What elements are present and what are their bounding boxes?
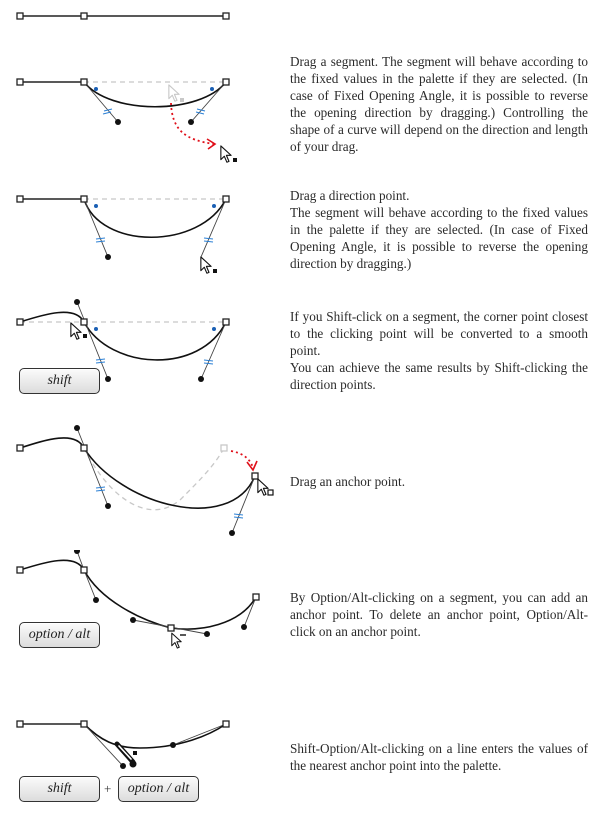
figure-initial-path [16,12,230,20]
direction-point[interactable] [241,624,247,630]
direction-point[interactable] [105,254,111,260]
direction-point[interactable] [198,376,204,382]
ghost-cursor-icon [168,84,184,102]
direction-point[interactable] [170,742,176,748]
description-text: Shift-Option/Alt-clicking on a line ente… [290,741,588,773]
anchor-point[interactable] [16,12,24,20]
description-title: Drag a direction point. [290,188,410,203]
fixed-length-marker-icon [95,237,106,243]
direction-point[interactable] [74,425,80,431]
option-alt-key-button: option / alt [19,622,100,648]
anchor-point[interactable] [252,593,260,601]
anchor-point[interactable] [16,566,24,574]
cursor-icon [220,145,237,163]
shift-key-button: shift [19,776,100,802]
cursor-icon [171,632,186,649]
figure-option-alt-click [16,550,260,649]
anchor-point[interactable] [80,78,88,86]
figure-drag-segment [16,78,237,163]
fixed-length-marker-icon [102,108,113,115]
anchor-point[interactable] [251,472,259,480]
anchor-point[interactable] [80,12,88,20]
drag-arrow-icon [230,450,254,469]
direction-point[interactable] [120,763,126,769]
anchor-point[interactable] [222,78,230,86]
figure-drag-anchor-point [16,425,274,536]
key-plus-separator: + [104,781,112,796]
description-text: The segment will behave according to the… [290,205,588,271]
ghost-anchor-point [220,444,228,452]
direction-point[interactable] [188,119,194,125]
fixed-angle-marker-icon [94,327,98,331]
fixed-length-marker-icon [95,486,106,492]
step-description: Drag a direction point. The segment will… [290,187,588,272]
description-text: If you Shift-click on a segment, the cor… [290,309,588,358]
direction-point[interactable] [130,617,136,623]
anchor-point[interactable] [16,78,24,86]
anchor-point[interactable] [80,444,88,452]
direction-point[interactable] [204,631,210,637]
description-text: You can achieve the same results by Shif… [290,360,588,392]
anchor-point[interactable] [222,12,230,20]
fixed-length-marker-icon [233,513,244,519]
cursor-icon [257,478,274,496]
fixed-angle-marker-icon [212,204,216,208]
direction-point[interactable] [229,530,235,536]
step-description: Drag a segment. The segment will behave … [290,53,588,155]
direction-point[interactable] [115,119,121,125]
anchor-point[interactable] [16,444,24,452]
anchor-point[interactable] [222,195,230,203]
direction-point[interactable] [74,299,80,305]
shift-key-button: shift [19,368,100,394]
figure-drag-direction-point [16,195,230,274]
fixed-length-marker-icon [95,358,106,364]
fixed-angle-marker-icon [94,87,98,91]
cursor-icon [200,256,217,274]
cursor-icon [70,322,87,340]
figure-shift-click-segment [16,299,230,382]
description-text: By Option/Alt-clicking on a segment, you… [290,590,588,639]
anchor-point[interactable] [16,720,24,728]
anchor-point[interactable] [16,318,24,326]
eyedropper-cursor-icon [114,741,137,765]
step-description: By Option/Alt-clicking on a segment, you… [290,589,588,640]
fixed-length-marker-icon [195,108,206,115]
direction-point[interactable] [74,550,80,554]
step-description: Shift-Option/Alt-clicking on a line ente… [290,740,588,774]
figure-shift-option-alt-click [16,720,230,769]
fixed-angle-marker-icon [210,87,214,91]
anchor-point[interactable] [222,318,230,326]
step-description: If you Shift-click on a segment, the cor… [290,308,588,393]
anchor-point[interactable] [80,195,88,203]
anchor-point[interactable] [80,318,88,326]
anchor-point[interactable] [222,720,230,728]
step-description: Drag an anchor point. [290,473,588,490]
direction-point[interactable] [93,597,99,603]
anchor-point[interactable] [80,566,88,574]
drag-arrow-icon [170,102,215,145]
fixed-angle-marker-icon [212,327,216,331]
fixed-angle-marker-icon [94,204,98,208]
fixed-length-marker-icon [203,237,214,243]
direction-point[interactable] [105,376,111,382]
description-text: Drag a segment. The segment will behave … [290,54,588,154]
anchor-point[interactable] [80,720,88,728]
option-alt-key-button: option / alt [118,776,199,802]
direction-point[interactable] [105,503,111,509]
anchor-point[interactable] [16,195,24,203]
description-text: Drag an anchor point. [290,474,405,489]
anchor-point[interactable] [167,624,175,632]
fixed-length-marker-icon [203,359,214,365]
